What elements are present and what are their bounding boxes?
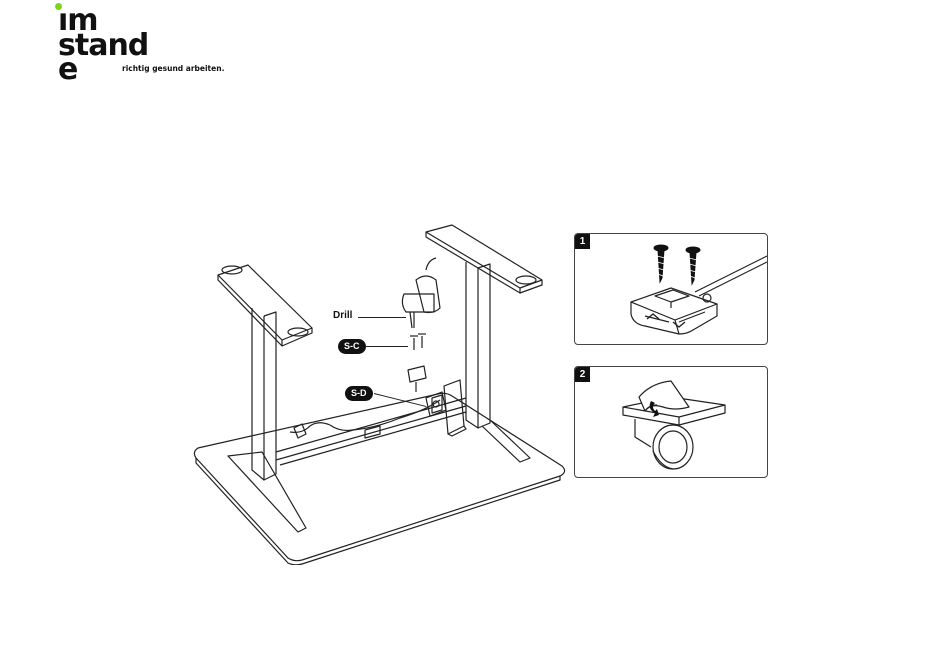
drill-leader-line [358, 317, 406, 318]
screw-icon [686, 247, 700, 284]
screw-d-badge: S-D [345, 386, 373, 401]
drill-label: Drill [333, 310, 352, 321]
screw-c-badge: S-C [338, 339, 366, 354]
controller-screws-drawing [575, 234, 767, 344]
step-1-panel: 1 [574, 233, 768, 345]
screw-icon [654, 245, 668, 282]
screw-c-leader-line [366, 346, 408, 347]
logo-line-3: e [58, 57, 77, 83]
desk-assembly-illustration: Drill S-C S-D [190, 220, 570, 565]
step-2-panel: 2 [574, 366, 768, 478]
desk-frame-drawing [190, 220, 570, 565]
adhesive-pad-drawing [575, 367, 767, 477]
logo-tagline: richtig gesund arbeiten. [122, 64, 224, 73]
chevron-down-icon [673, 322, 685, 327]
brand-logo: ım stand e richtig gesund arbeiten. [50, 0, 190, 90]
